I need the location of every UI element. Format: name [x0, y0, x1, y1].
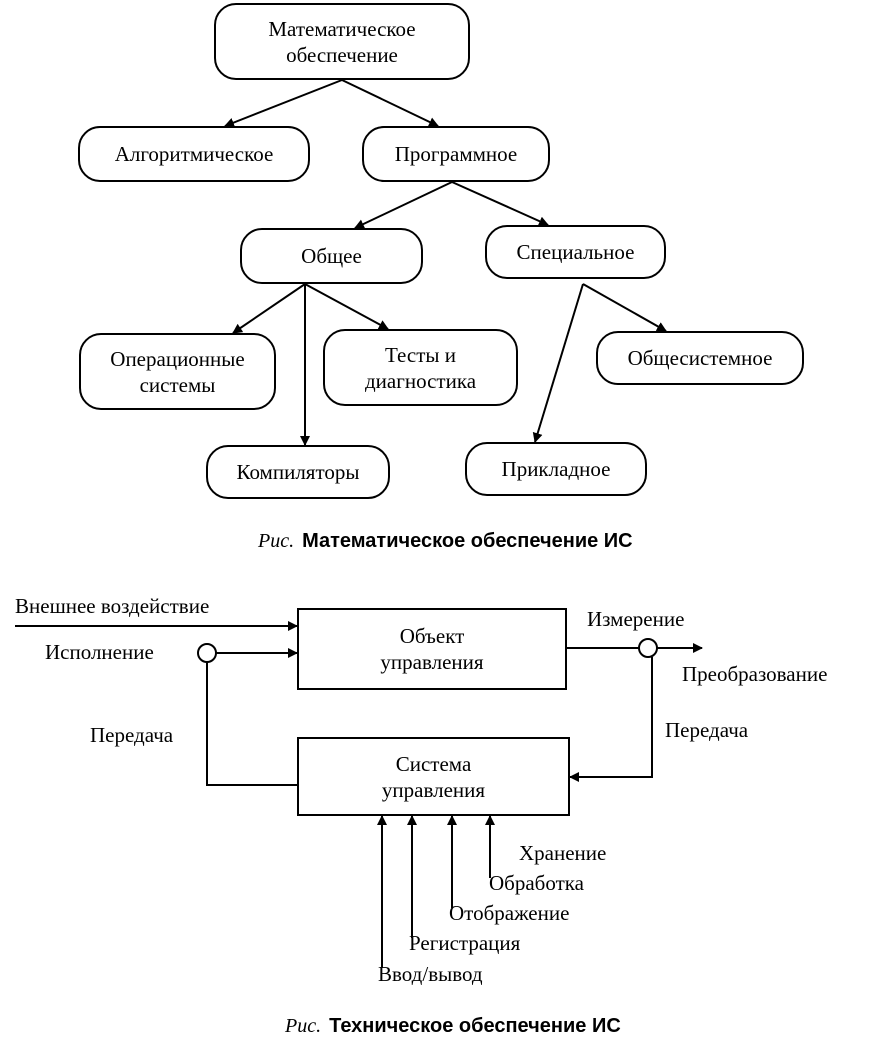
edge-transfer-left	[206, 662, 297, 786]
label-processing: Обработка	[489, 871, 584, 895]
edge-special-system-wide	[582, 283, 667, 332]
edge-general-os	[232, 283, 306, 334]
node-tests-line1: Тесты и	[385, 342, 456, 367]
label-io: Ввод/вывод	[378, 962, 483, 986]
label-execution: Исполнение	[45, 640, 154, 664]
label-display: Отображение	[449, 901, 570, 925]
node-algorithmic: Алгоритмическое	[78, 126, 310, 182]
label-transformation: Преобразование	[682, 662, 828, 686]
node-applied-label: Прикладное	[501, 457, 611, 481]
caption-tech-prefix: Рис.	[285, 1015, 322, 1037]
label-external-input: Внешнее воздействие	[15, 594, 210, 618]
edge-general-tests	[304, 283, 389, 330]
box-control-object-line2: управления	[380, 650, 484, 674]
edge-transfer-right	[569, 657, 653, 782]
edge-special-applied	[532, 283, 584, 443]
node-software-label: Программное	[394, 142, 518, 166]
node-os-line1: Операционные	[110, 346, 245, 371]
caption-math-support: Рис. Математическое обеспечение ИС	[258, 530, 633, 553]
box-control-system-line2: управления	[381, 777, 486, 802]
measurement-node	[638, 638, 658, 658]
label-registration: Регистрация	[409, 931, 521, 955]
node-algorithmic-label: Алгоритмическое	[114, 142, 274, 166]
node-tests-line2: диагностика	[364, 368, 477, 393]
box-control-system-line1: Система	[395, 751, 472, 776]
box-control-object-line1: Объект	[399, 624, 465, 648]
node-software: Программное	[362, 126, 550, 182]
node-compilers: Компиляторы	[206, 445, 390, 499]
node-special-label: Специальное	[516, 240, 635, 264]
caption-math-text: Математическое обеспечение ИС	[302, 530, 633, 552]
node-os-line2: системы	[139, 372, 216, 397]
edge-root-algorithmic	[224, 79, 343, 128]
caption-math-prefix: Рис.	[258, 530, 295, 552]
execution-node	[197, 643, 217, 663]
node-applied: Прикладное	[465, 442, 647, 496]
edge-software-special	[451, 181, 549, 226]
node-general: Общее	[240, 228, 423, 284]
box-control-object: Объект управления	[297, 608, 567, 690]
node-math-support-line2: обеспечение	[286, 42, 398, 67]
node-special: Специальное	[485, 225, 666, 279]
box-control-system: Система управления	[297, 737, 570, 816]
caption-tech-text: Техническое обеспечение ИС	[329, 1015, 621, 1037]
label-transfer-left: Передача	[90, 723, 174, 747]
label-transfer-right: Передача	[665, 718, 749, 742]
node-system-wide: Общесистемное	[596, 331, 804, 385]
caption-tech-support: Рис. Техническое обеспечение ИС	[285, 1015, 621, 1038]
node-compilers-label: Компиляторы	[236, 460, 360, 484]
edge-root-software	[341, 79, 439, 127]
label-storage: Хранение	[519, 841, 607, 865]
node-general-label: Общее	[301, 244, 362, 268]
edge-software-general	[354, 181, 453, 229]
label-measurement: Измерение	[587, 607, 685, 631]
node-system-wide-label: Общесистемное	[627, 346, 773, 370]
node-math-support-line1: Математическое	[268, 16, 416, 41]
